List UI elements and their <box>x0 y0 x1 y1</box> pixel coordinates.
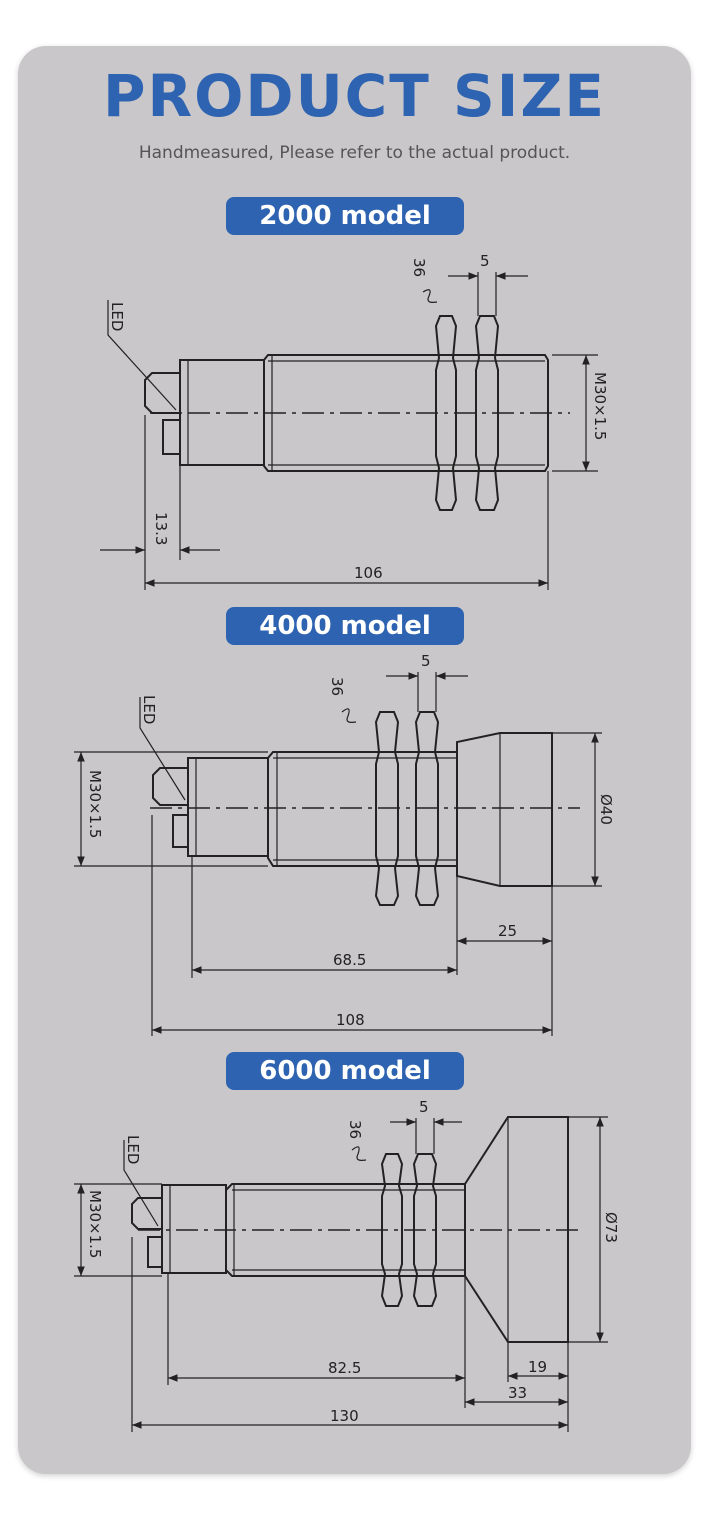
cap-length-label: 25 <box>498 922 517 940</box>
product-size-panel <box>18 46 691 1474</box>
nut-1 <box>374 711 400 906</box>
led-nub <box>131 1197 162 1230</box>
sensor-cap <box>464 1116 569 1343</box>
rear-body <box>161 1184 227 1274</box>
nut-2 <box>414 711 440 906</box>
connector-tab <box>172 814 189 848</box>
nut-1 <box>434 315 458 511</box>
total-length-label: 130 <box>330 1407 359 1425</box>
page-title: PRODUCT SIZE <box>102 62 607 130</box>
wrench-size: 36 <box>346 1120 364 1139</box>
led-leader <box>139 697 186 801</box>
led-label: LED <box>108 302 126 331</box>
diameter-label: Ø73 <box>602 1212 620 1243</box>
wrench-size: 36 <box>410 258 428 277</box>
model-badge-4000: 4000 model <box>226 607 464 645</box>
led-label: LED <box>124 1135 142 1164</box>
cone-length-label: 33 <box>508 1384 527 1402</box>
nut-2 <box>412 1153 438 1307</box>
nut-1 <box>380 1153 404 1307</box>
led-nub <box>152 767 188 806</box>
diameter-label: Ø40 <box>597 794 615 825</box>
model-badge-2000: 2000 model <box>226 197 464 235</box>
threaded-body <box>263 354 549 472</box>
wrench-icon <box>351 1146 367 1161</box>
nut-width-label: 5 <box>480 252 490 270</box>
drawing-4000-model: LED 36 5 M30×1.5 Ø40 25 68.5 108 <box>74 652 615 1036</box>
led-nub <box>144 372 180 414</box>
led-label: LED <box>140 695 158 724</box>
total-length-label: 108 <box>336 1011 365 1029</box>
total-length-label: 106 <box>354 564 383 582</box>
body-length-label: 68.5 <box>333 951 366 969</box>
led-leader <box>107 300 177 411</box>
threaded-body <box>267 751 458 867</box>
rear-body <box>187 757 269 857</box>
cap-length-label: 19 <box>528 1358 547 1376</box>
thread-label: M30×1.5 <box>86 770 104 838</box>
connector-tab <box>162 419 181 455</box>
wrench-icon <box>422 289 438 303</box>
front-length-label: 13.3 <box>152 512 170 545</box>
thread-label: M30×1.5 <box>86 1190 104 1258</box>
nut-width-label: 5 <box>421 652 431 670</box>
thread-label: M30×1.5 <box>591 372 609 440</box>
sensor-cap <box>456 732 553 887</box>
led-leader <box>123 1140 159 1227</box>
nut-2 <box>474 315 500 511</box>
connector-tab <box>147 1236 163 1268</box>
wrench-size: 36 <box>328 677 346 696</box>
drawing-6000-model: LED 36 5 M30×1.5 Ø73 19 33 82.5 1 <box>74 1098 620 1432</box>
body-length-label: 82.5 <box>328 1359 361 1377</box>
nut-width-label: 5 <box>419 1098 429 1116</box>
model-badge-6000: 6000 model <box>226 1052 464 1090</box>
wrench-icon <box>341 708 357 723</box>
page-subtitle: Handmeasured, Please refer to the actual… <box>138 143 571 163</box>
drawing-2000-model: LED 36 5 M30×1.5 13.3 106 <box>100 252 609 590</box>
